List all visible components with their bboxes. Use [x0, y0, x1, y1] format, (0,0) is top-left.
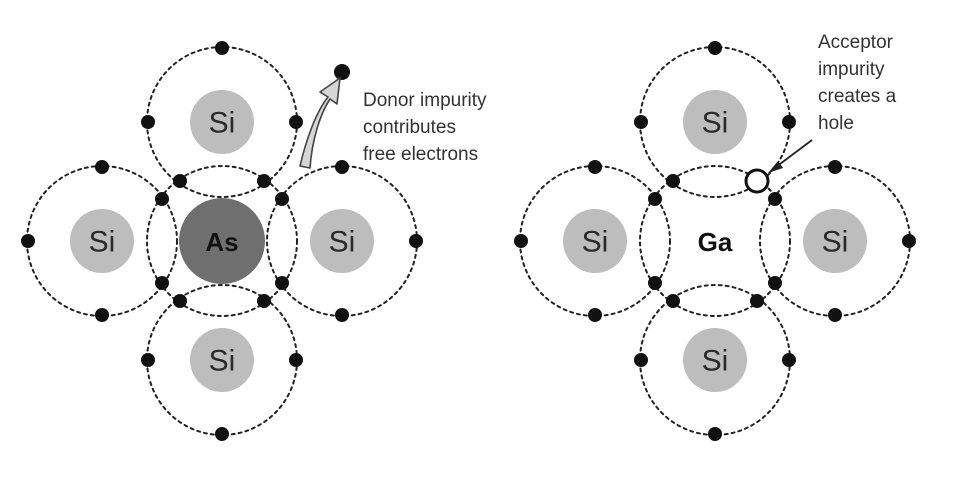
electron: [828, 308, 842, 322]
electron: [215, 427, 229, 441]
electron: [782, 115, 796, 129]
free-electron: [334, 64, 350, 80]
electron: [648, 192, 662, 206]
acceptor-lattice: Si Si Si Si Ga: [514, 32, 916, 441]
electron: [514, 234, 528, 248]
electron: [155, 276, 169, 290]
electron: [335, 160, 349, 174]
si-label-left: Si: [89, 226, 116, 259]
electron: [828, 160, 842, 174]
electron: [275, 276, 289, 290]
si-atom-top: [190, 90, 254, 154]
electron: [666, 294, 680, 308]
electron: [708, 41, 722, 55]
electron: [648, 276, 662, 290]
donor-annotation-line: Donor impurity: [363, 90, 487, 111]
electron: [155, 192, 169, 206]
si-label-right: Si: [822, 226, 849, 259]
orbit-center: [146, 165, 298, 317]
si-label-bottom: Si: [209, 345, 236, 378]
electron: [95, 308, 109, 322]
electron: [173, 174, 187, 188]
si-atom-bottom: [190, 328, 254, 392]
acceptor-annotation-line: hole: [818, 113, 854, 134]
si-label-bottom: Si: [702, 345, 729, 378]
electron: [750, 294, 764, 308]
hole-icon: [744, 168, 770, 194]
si-label-right: Si: [329, 226, 356, 259]
si-atom-left: [563, 209, 627, 273]
donor-annotation: Donor impurity contributes free electron…: [363, 90, 492, 165]
as-atom: [179, 198, 265, 284]
electron: [588, 160, 602, 174]
donor-electrons: [21, 41, 423, 441]
acceptor-electrons: [514, 41, 916, 441]
electron: [634, 353, 648, 367]
electron: [902, 234, 916, 248]
electron: [141, 353, 155, 367]
si-label-top: Si: [702, 107, 729, 140]
electron: [257, 294, 271, 308]
electron: [782, 353, 796, 367]
acceptor-annotation-line: Acceptor: [818, 32, 894, 53]
donor-annotation-line: free electrons: [363, 144, 478, 165]
electron: [768, 276, 782, 290]
electron: [289, 353, 303, 367]
electron: [21, 234, 35, 248]
electron: [173, 294, 187, 308]
si-label-left: Si: [582, 226, 609, 259]
si-atom-top: [683, 90, 747, 154]
hole-pointer-arrowhead-icon: [768, 161, 783, 173]
si-atom-bottom: [683, 328, 747, 392]
electron: [588, 308, 602, 322]
acceptor-annotation-line: impurity: [818, 59, 885, 80]
electron: [335, 308, 349, 322]
as-label: As: [205, 227, 238, 257]
electron: [409, 234, 423, 248]
electron: [666, 174, 680, 188]
electron: [95, 160, 109, 174]
electron: [257, 174, 271, 188]
electron: [289, 115, 303, 129]
emission-arrow-icon: [299, 77, 341, 169]
si-atom-right: [310, 209, 374, 273]
electron: [141, 115, 155, 129]
electron: [275, 192, 289, 206]
orbit-center: [639, 165, 791, 317]
donor-lattice: Si Si Si Si As: [21, 41, 492, 441]
electron: [634, 115, 648, 129]
ga-label: Ga: [698, 227, 733, 257]
electron: [768, 192, 782, 206]
si-label-top: Si: [209, 107, 236, 140]
si-atom-right: [803, 209, 867, 273]
electron: [215, 41, 229, 55]
si-atom-left: [70, 209, 134, 273]
electron: [708, 427, 722, 441]
acceptor-annotation-line: creates a: [818, 86, 897, 107]
acceptor-annotation: Acceptor impurity creates a hole: [818, 32, 901, 134]
donor-annotation-line: contributes: [363, 117, 456, 138]
